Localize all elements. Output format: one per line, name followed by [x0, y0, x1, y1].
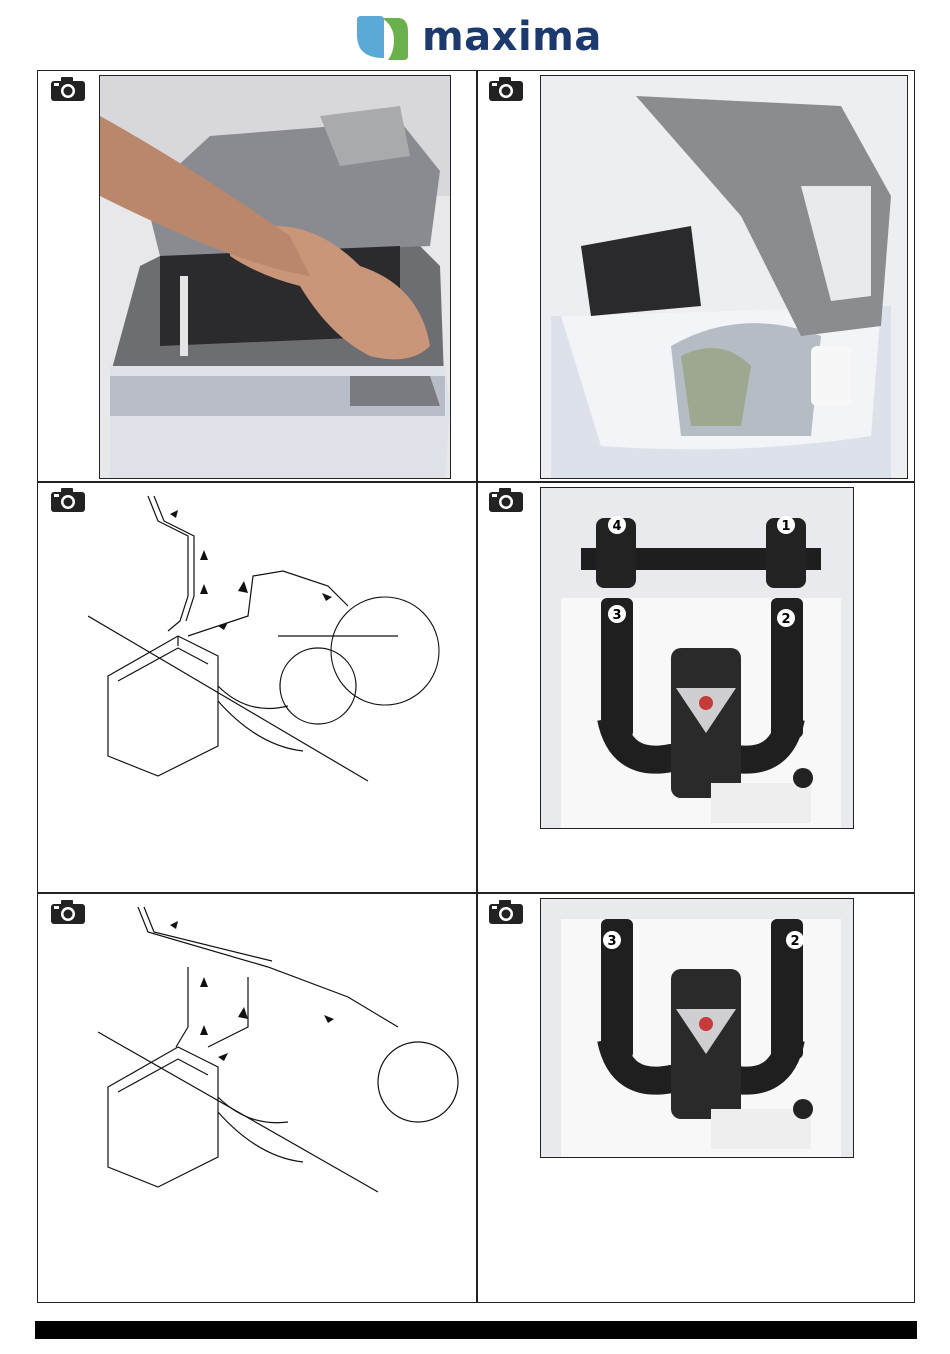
- brand-logo: maxima: [352, 12, 612, 62]
- camera-icon: [488, 899, 524, 925]
- photo-valve-2-ports: 3 2: [540, 898, 854, 1158]
- camera-icon: [50, 76, 86, 102]
- camera-icon: [488, 487, 524, 513]
- instruction-grid: 4 1 3 2: [37, 70, 915, 1303]
- port-label-4: 4: [612, 519, 621, 534]
- port-label-3: 3: [607, 934, 616, 949]
- camera-icon: [50, 487, 86, 513]
- row-divider: [38, 892, 914, 894]
- port-label-1: 1: [781, 519, 790, 534]
- photo-open-cover: [540, 75, 908, 479]
- brand-logo-mark: [352, 12, 412, 62]
- diagram-installation-2-ports: [88, 897, 468, 1197]
- brand-name: maxima: [422, 14, 602, 60]
- camera-icon: [488, 76, 524, 102]
- camera-icon: [50, 899, 86, 925]
- footer-bar: [35, 1321, 917, 1339]
- photo-remove-cover: [99, 75, 451, 479]
- port-label-2: 2: [781, 612, 790, 627]
- port-label-2: 2: [790, 934, 799, 949]
- row-divider: [38, 481, 914, 483]
- port-label-3: 3: [612, 608, 621, 623]
- photo-valve-4-ports: 4 1 3 2: [540, 487, 854, 829]
- column-divider: [476, 71, 478, 1302]
- diagram-installation-4-ports: [88, 486, 468, 786]
